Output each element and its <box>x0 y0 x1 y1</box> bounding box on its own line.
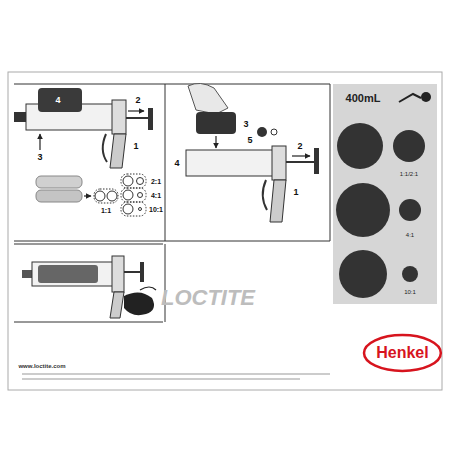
ratio-label: 4:1 <box>406 232 414 238</box>
callout-number: 4 <box>55 96 60 105</box>
callout-number: 1 <box>133 142 138 151</box>
ratio-label: 10:1 <box>149 206 163 213</box>
ratio-panel: 400mL 1:1/2:1 4:1 10:1 <box>333 84 437 304</box>
ratio-label: 4:1 <box>151 192 161 199</box>
callout-number: 1 <box>293 188 298 197</box>
callout-number: 4 <box>174 159 179 168</box>
brand-logo: Henkel <box>362 333 443 373</box>
cartridge-size-circles <box>333 84 437 304</box>
callout-number: 2 <box>297 142 302 151</box>
ratio-label: 1:1/2:1 <box>400 171 418 177</box>
ratio-label: 2:1 <box>151 178 161 185</box>
callout-number: 2 <box>135 96 140 105</box>
volume-heading: 400mL <box>346 93 381 104</box>
panel-rules <box>14 84 330 322</box>
brand-name: Henkel <box>376 345 428 361</box>
callout-number: 3 <box>37 153 42 162</box>
callout-number: 5 <box>247 136 252 145</box>
gun-panel-1 <box>14 88 153 168</box>
gun-panel-2 <box>186 83 319 222</box>
watermark: LOCTITE <box>161 287 255 309</box>
sheet-frame <box>8 72 442 390</box>
ratio-label: 10:1 <box>404 289 416 295</box>
ratio-label: 1:1 <box>101 207 111 214</box>
callout-number: 3 <box>243 120 248 129</box>
website-url: www.loctite.com <box>18 363 65 369</box>
gun-panel-3 <box>22 256 156 318</box>
fine-print <box>22 374 330 379</box>
ratio-illustration <box>36 174 146 216</box>
